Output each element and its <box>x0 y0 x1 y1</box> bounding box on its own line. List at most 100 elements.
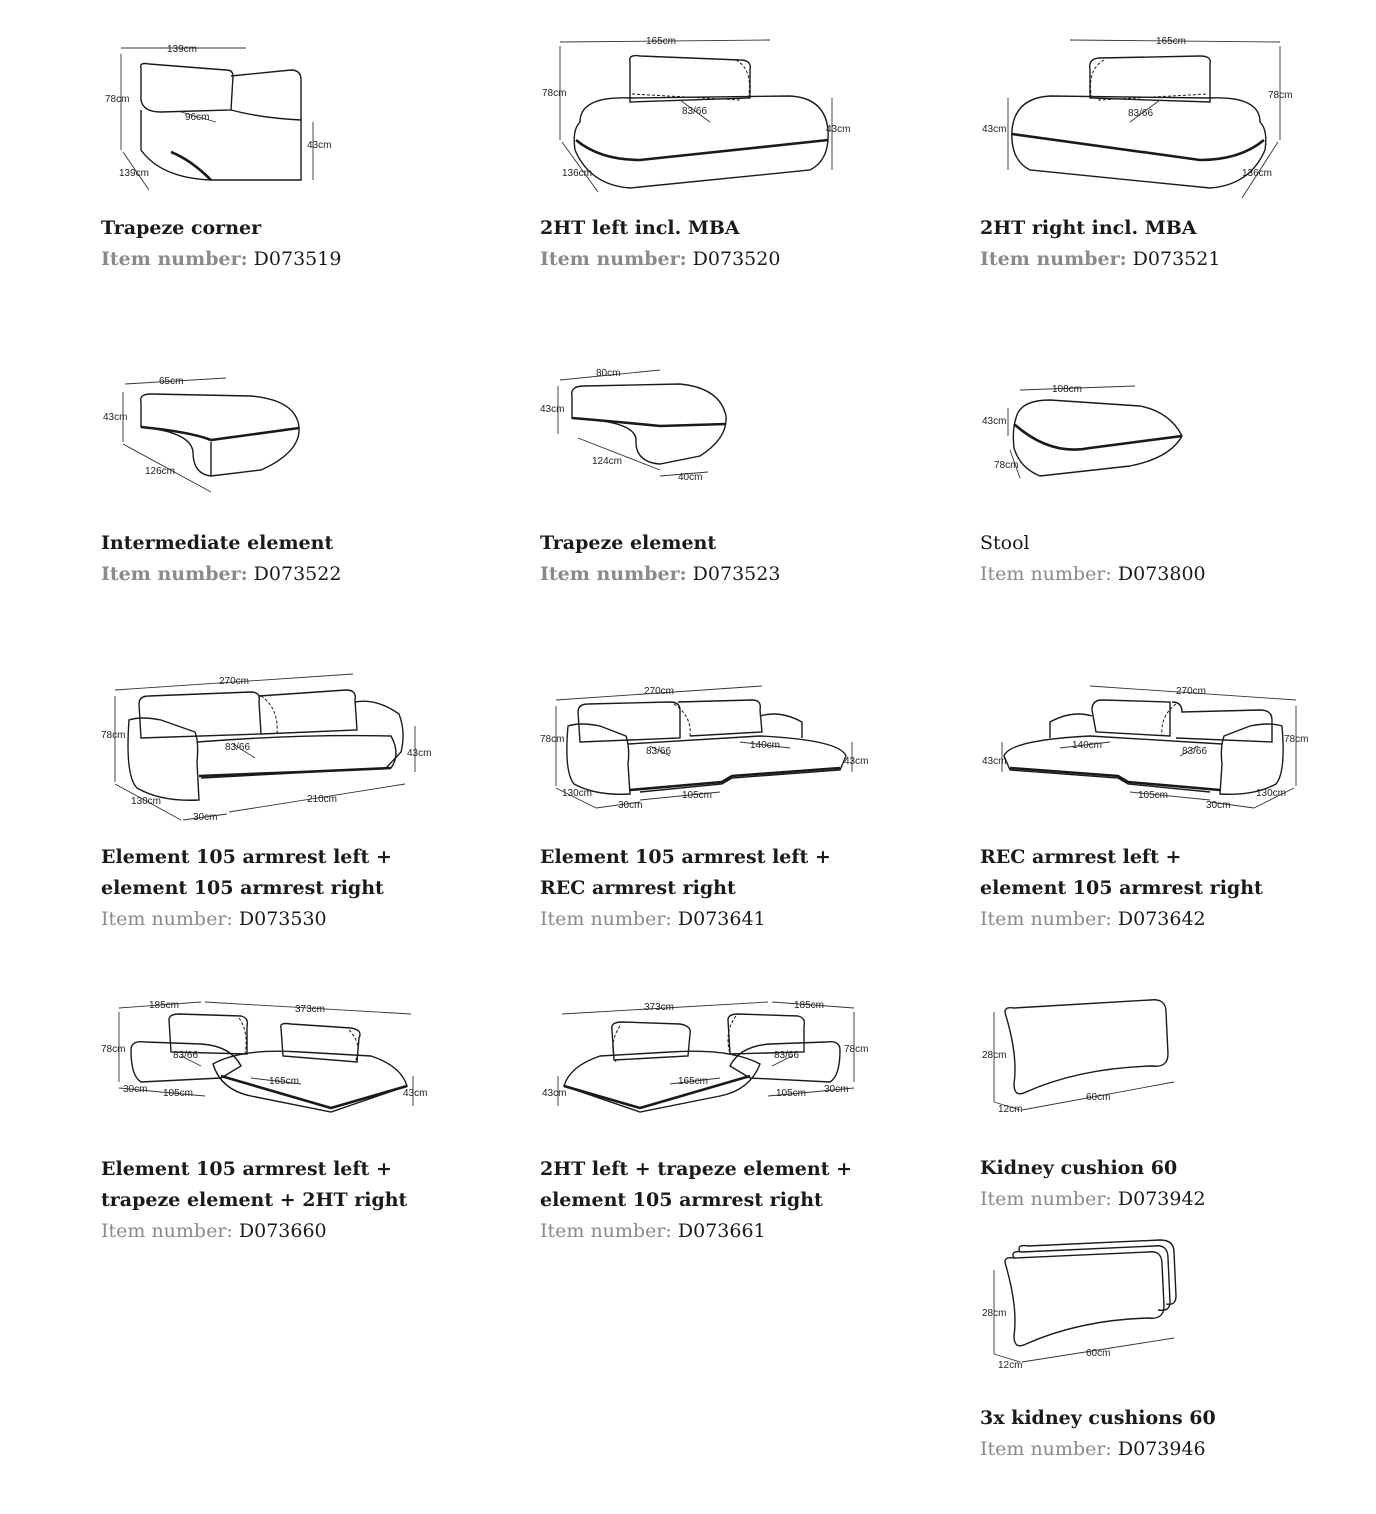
dim-seat-height: 43cm <box>982 756 1006 767</box>
dim-height: 78cm <box>105 94 129 105</box>
product-title: Intermediate element <box>101 532 334 554</box>
3x-kidney-cushions-drawing: 28cm 12cm 60cm <box>980 1239 1200 1375</box>
dim-height: 78cm <box>542 88 566 99</box>
element105-pair-drawing: 270cm 78cm 83/66 43cm 130cm 30cm 210cm <box>101 672 441 823</box>
dim-width: 108cm <box>1052 384 1082 395</box>
dim-width: 60cm <box>1086 1092 1110 1103</box>
product-title: Element 105 armrest left + element 105 a… <box>101 846 392 899</box>
product-title: 2HT right incl. MBA <box>980 217 1197 239</box>
dim-inner: 96cm <box>185 112 209 123</box>
dim-width: 270cm <box>1176 686 1206 697</box>
dim-seat-height: 43cm <box>542 1088 566 1099</box>
item-number-label: Item number: <box>540 248 687 270</box>
dim-width: 139cm <box>167 44 197 55</box>
product-title: Element 105 armrest left + trapeze eleme… <box>101 1158 408 1211</box>
dim-height: 78cm <box>101 1044 125 1055</box>
dim-back: 83/66 <box>774 1050 799 1061</box>
product-title: Trapeze corner <box>101 217 262 239</box>
product-title: Trapeze element <box>540 532 717 554</box>
item-number: Item number: D073642 <box>980 904 1206 935</box>
item-number-value: D073800 <box>1117 563 1206 585</box>
dim-seat-height: 43cm <box>844 756 868 767</box>
dim-seat-height: 43cm <box>982 124 1006 135</box>
item-number: Item number: D073523 <box>540 559 780 590</box>
item-number-value: D073520 <box>692 248 781 270</box>
product-title: Element 105 armrest left + REC armrest r… <box>540 846 831 899</box>
trapeze-element-drawing: 80cm 43cm 124cm 40cm <box>540 366 780 491</box>
dim-depth: 139cm <box>119 168 149 179</box>
item-number-label: Item number: <box>980 563 1112 585</box>
dim-width: 80cm <box>596 368 620 379</box>
item-number: Item number: D073661 <box>540 1216 766 1247</box>
dim-seat-height: 43cm <box>307 140 331 151</box>
dim-width: 165cm <box>1156 36 1186 47</box>
item-number: Item number: D073519 <box>101 244 341 275</box>
product-title: 2HT left + trapeze element + element 105… <box>540 1158 853 1211</box>
dim-inner-width: 105cm <box>682 790 712 801</box>
dim-arm: 30cm <box>1206 800 1230 811</box>
item-number-value: D073660 <box>238 1220 327 1242</box>
item-number-label: Item number: <box>980 1188 1112 1210</box>
dim-height: 43cm <box>982 416 1006 427</box>
item-number-label: Item number: <box>101 908 233 930</box>
dim-height: 43cm <box>103 412 127 423</box>
item-number-label: Item number: <box>101 1220 233 1242</box>
dim-inner-width: 210cm <box>307 794 337 805</box>
dim-height: 28cm <box>982 1050 1006 1061</box>
dim-trapeze: 165cm <box>678 1076 708 1087</box>
item-number: Item number: D073660 <box>101 1216 327 1247</box>
item-number-label: Item number: <box>540 908 672 930</box>
item-number-value: D073946 <box>1117 1438 1206 1460</box>
dim-back: 83/66 <box>1128 108 1153 119</box>
item-number: Item number: D073521 <box>980 244 1220 275</box>
product-title: Stool <box>980 532 1030 554</box>
dim-height: 78cm <box>101 730 125 741</box>
item-number-value: D073642 <box>1117 908 1206 930</box>
dim-width: 60cm <box>1086 1348 1110 1359</box>
rec-element105-drawing: 270cm 78cm 83/66 140cm 43cm 105cm 30cm 1… <box>980 682 1320 817</box>
stool-drawing: 108cm 43cm 78cm <box>980 378 1220 488</box>
intermediate-element-drawing: 65cm 43cm 126cm <box>101 372 341 493</box>
item-number: Item number: D073641 <box>540 904 766 935</box>
item-number: Item number: D073942 <box>980 1184 1206 1215</box>
dim-depth: 124cm <box>592 456 622 467</box>
item-number-label: Item number: <box>980 248 1127 270</box>
product-title: REC armrest left + element 105 armrest r… <box>980 846 1263 899</box>
item-number: Item number: D073520 <box>540 244 780 275</box>
item-number-value: D073521 <box>1132 248 1221 270</box>
dim-seat-height: 43cm <box>407 748 431 759</box>
dim-inner-width: 105cm <box>163 1088 193 1099</box>
item-number-value: D073522 <box>253 563 342 585</box>
element105-trapeze-2ht-drawing: 185cm 373cm 78cm 83/66 165cm 30cm 105cm … <box>101 996 441 1126</box>
product-title: 3x kidney cushions 60 <box>980 1407 1216 1429</box>
item-number-value: D073523 <box>692 563 781 585</box>
dim-width-b: 373cm <box>295 1004 325 1015</box>
dim-width: 165cm <box>646 36 676 47</box>
item-number-label: Item number: <box>101 563 248 585</box>
dim-inner-width: 105cm <box>776 1088 806 1099</box>
kidney-cushion-drawing: 28cm 12cm 60cm <box>980 996 1200 1126</box>
dim-depth: 130cm <box>131 796 161 807</box>
2ht-right-drawing: 165cm 78cm 83/66 43cm 136cm <box>980 30 1300 200</box>
dim-width: 270cm <box>644 686 674 697</box>
trapeze-corner-drawing: 139cm 78cm 96cm 43cm 139cm <box>101 40 341 200</box>
item-number: Item number: D073530 <box>101 904 327 935</box>
dim-depth: 136cm <box>1242 168 1272 179</box>
dim-narrow: 40cm <box>678 472 702 483</box>
dim-height: 78cm <box>844 1044 868 1055</box>
dim-depth: 12cm <box>998 1104 1022 1115</box>
item-number: Item number: D073800 <box>980 559 1206 590</box>
dim-rec-length: 140cm <box>1072 740 1102 751</box>
dim-rec-length: 140cm <box>750 740 780 751</box>
2ht-trapeze-element105-drawing: 373cm 185cm 78cm 83/66 165cm 43cm 105cm … <box>540 996 880 1126</box>
dim-arm: 30cm <box>193 812 217 823</box>
dim-width-a: 373cm <box>644 1002 674 1013</box>
dim-depth: 12cm <box>998 1360 1022 1371</box>
2ht-left-drawing: 165cm 78cm 83/66 43cm 136cm <box>540 30 860 200</box>
dim-back: 83/66 <box>646 746 671 757</box>
product-title: 2HT left incl. MBA <box>540 217 740 239</box>
dim-height: 78cm <box>1268 90 1292 101</box>
item-number: Item number: D073522 <box>101 559 341 590</box>
dim-back: 83/66 <box>225 742 250 753</box>
dim-depth: 130cm <box>562 788 592 799</box>
